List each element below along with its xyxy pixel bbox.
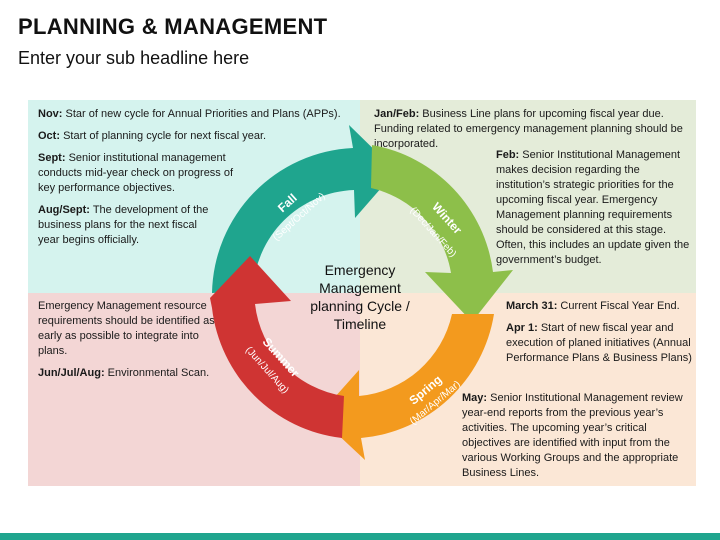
fall-arrow xyxy=(212,125,396,293)
summer-arrow xyxy=(210,256,344,438)
timeline-entry: Jun/Jul/Aug: Environmental Scan. xyxy=(38,367,210,379)
page-title: PLANNING & MANAGEMENT xyxy=(18,14,328,39)
winter-segment xyxy=(371,145,513,322)
cycle-center-label: Emergency Management planning Cycle / Ti… xyxy=(310,262,410,332)
spring-arrow xyxy=(318,314,494,460)
timeline-entry: Feb: Senior Institutional Management mak… xyxy=(496,149,690,266)
bottom-left-text: Emergency Management resource requiremen… xyxy=(38,299,228,388)
bottom-right-text-2: May: Senior Institutional Management rev… xyxy=(462,391,692,488)
timeline-entry: Nov: Star of new cycle for Annual Priori… xyxy=(38,108,341,120)
page-subtitle: Enter your sub headline here xyxy=(18,48,250,68)
fall-segment xyxy=(212,125,396,293)
timeline-entry: Apr 1: Start of new fiscal year and exec… xyxy=(506,322,692,364)
winter-arrow xyxy=(371,145,513,322)
timeline-entry: March 31: Current Fiscal Year End. xyxy=(506,300,680,312)
summer-segment xyxy=(210,256,344,438)
timeline-entry: Aug/Sept: The development of the busines… xyxy=(38,204,209,246)
timeline-entry: Oct: Start of planning cycle for next fi… xyxy=(38,130,267,142)
timeline-entry: Jan/Feb: Business Line plans for upcomin… xyxy=(374,108,683,150)
timeline-entry: May: Senior Institutional Management rev… xyxy=(462,392,683,479)
top-right-text-1: Jan/Feb: Business Line plans for upcomin… xyxy=(374,107,692,159)
timeline-entry: Sept: Senior institutional management co… xyxy=(38,152,234,194)
top-right-text-2: Feb: Senior Institutional Management mak… xyxy=(496,148,692,275)
footer-accent-bar xyxy=(0,533,720,540)
spring-segment xyxy=(318,314,494,460)
timeline-entry: Emergency Management resource requiremen… xyxy=(38,300,215,357)
bottom-right-text-1: March 31: Current Fiscal Year End. Apr 1… xyxy=(506,299,692,373)
top-left-text: Nov: Star of new cycle for Annual Priori… xyxy=(38,107,354,255)
